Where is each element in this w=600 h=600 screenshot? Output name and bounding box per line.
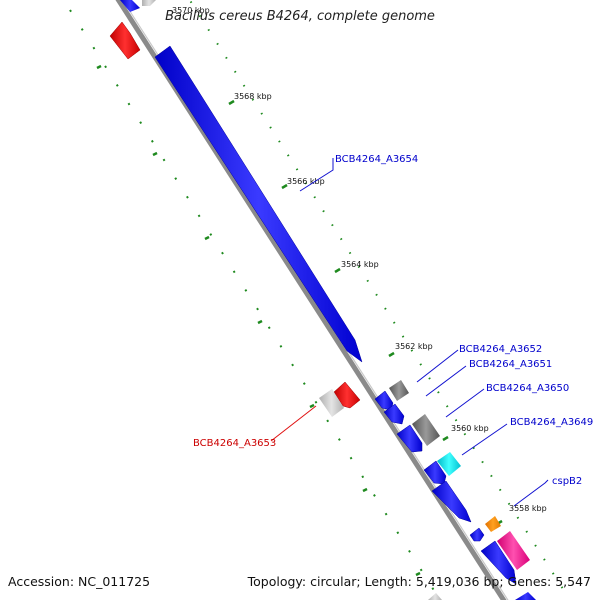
gene-label[interactable]: BCB4264_A3651 <box>469 359 552 370</box>
gene-bcb4264-a3650[interactable] <box>396 424 423 453</box>
tick-label: 3564 kbp <box>341 260 379 269</box>
tick-label: 3562 kbp <box>395 342 433 351</box>
gene-label[interactable]: BCB4264_A3649 <box>510 417 593 428</box>
map-title: Bacillus cereus B4264, complete genome <box>165 9 435 24</box>
blue-feature-d[interactable] <box>431 480 472 523</box>
gene-bcb4264-a3651[interactable] <box>383 403 405 425</box>
accession-text: Accession: NC_011725 <box>8 574 151 589</box>
bottom-blue-feature[interactable] <box>515 592 536 600</box>
tick-label: 3566 kbp <box>287 177 325 186</box>
tick-label: 3570 kbp <box>172 6 210 15</box>
blue-feature-c[interactable] <box>423 460 447 485</box>
pink-feature[interactable] <box>497 531 530 570</box>
gene-label[interactable]: BCB4264_A3650 <box>486 383 569 394</box>
genome-summary-text: Topology: circular; Length: 5,419,036 bp… <box>247 574 591 589</box>
inner-ruler-ticks <box>96 64 421 577</box>
lightgray-feature[interactable] <box>319 389 344 417</box>
gene-label[interactable]: BCB4264_A3653 <box>193 438 276 449</box>
gray-feature-b[interactable] <box>412 414 440 446</box>
gene-bcb4264-a3653[interactable] <box>333 381 361 409</box>
label-leader-lines <box>270 158 549 507</box>
bottom-gray-feature[interactable] <box>428 593 442 600</box>
gene-bcb4264-a3654[interactable] <box>154 45 363 363</box>
tick-label: 3560 kbp <box>451 424 489 433</box>
gene-bcb4264-a3649[interactable] <box>437 452 461 476</box>
top-blue-feature[interactable] <box>120 0 140 12</box>
tick-label: 3568 kbp <box>234 92 272 101</box>
gene-cspb2[interactable] <box>469 527 485 542</box>
gene-label[interactable]: BCB4264_A3654 <box>335 154 418 165</box>
orange-feature[interactable] <box>485 516 501 532</box>
gene-label[interactable]: cspB2 <box>552 476 582 487</box>
blue-feature-e[interactable] <box>480 540 517 585</box>
tick-label: 3558 kbp <box>509 504 547 513</box>
gene-label[interactable]: BCB4264_A3652 <box>459 344 542 355</box>
top-gray-feature[interactable] <box>142 0 156 6</box>
gray-feature-a[interactable] <box>389 380 409 401</box>
red-feature-top[interactable] <box>109 21 141 60</box>
